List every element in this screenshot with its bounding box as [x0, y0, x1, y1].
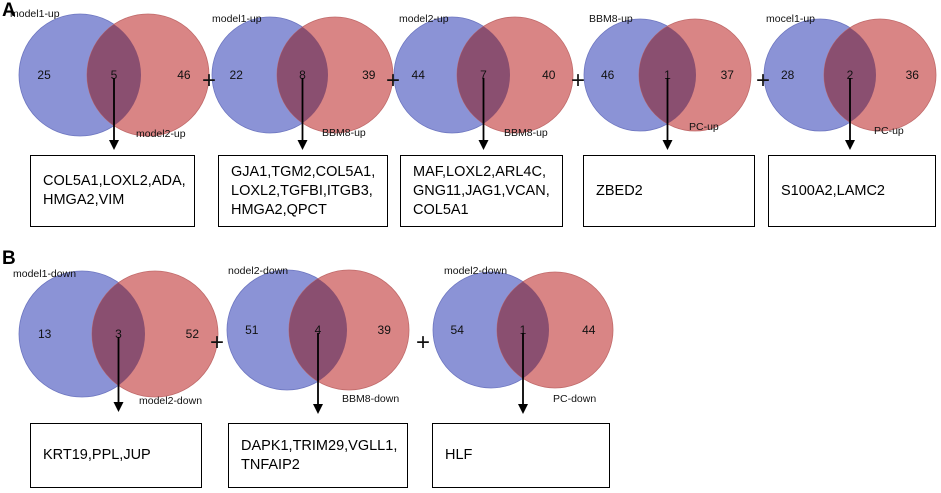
venn-a5-overlap — [824, 19, 876, 131]
venn-a5-overlap-count: 2 — [847, 68, 854, 82]
gene-box-b1: KRT19,PPL,JUP — [30, 423, 202, 488]
venn-b3-right-label: PC-down — [553, 393, 596, 405]
venn-a4-arrow-head — [662, 140, 673, 150]
panel-letter-a: A — [2, 0, 16, 21]
gene-box-a1: COL5A1,LOXL2,ADA, HMGA2,VIM — [30, 155, 195, 227]
venn-b1-overlap-count: 3 — [115, 327, 122, 341]
venn-a2-overlap-count: 8 — [299, 68, 306, 82]
venn-b1-left-count: 13 — [38, 327, 52, 341]
venn-a5-arrow-head — [845, 140, 855, 150]
venn-a4-right-count: 37 — [721, 68, 735, 82]
venn-b3-arrow-head — [518, 404, 528, 414]
venn-a1-right-label: model2-up — [136, 128, 186, 140]
venn-a4-right-label: PC-up — [689, 121, 719, 133]
venn-a5-right-label: PC-up — [874, 125, 904, 137]
venn-a3-arrow-head — [478, 140, 489, 150]
panel-letter-b: B — [2, 248, 16, 269]
venn-b2-left-count: 51 — [245, 323, 259, 337]
gene-box-b2: DAPK1,TRIM29,VGLL1, TNFAIP2 — [228, 423, 408, 488]
venn-a1-arrow-head — [109, 140, 119, 150]
venn-a1-overlap-count: 5 — [111, 68, 118, 82]
venn-a3-right-count: 40 — [542, 68, 556, 82]
venn-a2-right-count: 39 — [362, 68, 376, 82]
venn-a1-overlap — [87, 14, 141, 136]
venn-b1-right-label: model2-down — [139, 395, 202, 407]
venn-a2-left-count: 22 — [230, 68, 244, 82]
venn-a1-right-count: 46 — [177, 68, 191, 82]
venn-a3-right-label: BBM8-up — [504, 127, 548, 139]
venn-b1-right-count: 52 — [186, 327, 200, 341]
plus-sign-1: + — [202, 67, 216, 94]
gene-box-a4: ZBED2 — [583, 155, 755, 227]
venn-a4-overlap-count: 1 — [664, 68, 671, 82]
plus-sign-4: + — [756, 67, 770, 94]
venn-a1-left-label: model1-up — [10, 8, 60, 20]
plus-sign-3: + — [571, 67, 585, 94]
venn-a3-overlap — [457, 17, 510, 133]
venn-a5-right-count: 36 — [906, 68, 920, 82]
venn-b1-overlap — [92, 271, 145, 397]
venn-b3-left-count: 54 — [451, 323, 465, 337]
venn-a2-right-label: BBM8-up — [322, 127, 366, 139]
gene-box-a2: GJA1,TGM2,COL5A1, LOXL2,TGFBI,ITGB3, HMG… — [218, 155, 388, 227]
venn-b2-overlap — [289, 270, 347, 390]
venn-b3-overlap — [497, 272, 549, 388]
venn-a3-left-count: 44 — [412, 68, 426, 82]
venn-a2-overlap — [277, 17, 328, 133]
venn-a1-left-count: 25 — [37, 68, 51, 82]
venn-b3-overlap-count: 1 — [520, 323, 527, 337]
venn-b2-overlap-count: 4 — [315, 323, 322, 337]
gene-box-a5: S100A2,LAMC2 — [768, 155, 936, 227]
gene-box-a3: MAF,LOXL2,ARL4C, GNG11,JAG1,VCAN, COL5A1 — [400, 155, 563, 227]
venn-a2-left-label: model1-up — [212, 13, 262, 25]
venn-a2-arrow-head — [297, 140, 308, 150]
venn-b2-right-count: 39 — [378, 323, 392, 337]
venn-b3-left-label: model2-down — [444, 265, 507, 277]
venn-b3-right-count: 44 — [582, 323, 596, 337]
plus-sign-2: + — [386, 67, 400, 94]
gene-box-b3: HLF — [432, 423, 610, 488]
venn-a4-left-count: 46 — [601, 68, 615, 82]
venn-a3-left-label: model2-up — [399, 13, 449, 25]
venn-a5-left-label: mocel1-up — [766, 13, 815, 25]
venn-b2-left-label: nodel2-down — [228, 265, 288, 277]
venn-a3-overlap-count: 7 — [480, 68, 487, 82]
plus-sign-6: + — [416, 329, 430, 356]
venn-b2-right-label: BBM8-down — [342, 393, 399, 405]
venn-b2-arrow-head — [313, 404, 323, 414]
venn-b1-arrow-head — [113, 402, 124, 412]
plus-sign-5: + — [210, 329, 224, 356]
venn-a5-left-count: 28 — [781, 68, 795, 82]
venn-a4-left-label: BBM8-up — [589, 13, 633, 25]
venn-b1-left-label: model1-down — [13, 268, 76, 280]
